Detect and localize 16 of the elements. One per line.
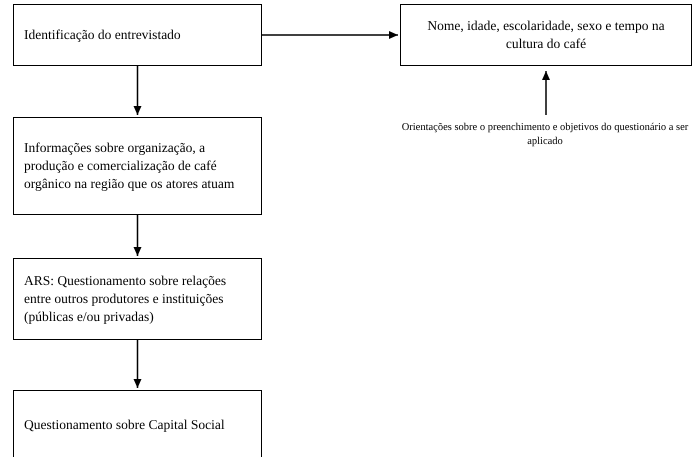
arrow [134,66,142,115]
process-box [13,4,262,66]
note-text: Orientações sobre o preenchimento e objetivos do questionário a ser aplicado [395,118,695,152]
box-text: Questionamento sobre Capital Social [24,416,226,434]
box-text: Nome, idade, escolaridade, sexo e tempo na cultura do café [426,16,666,53]
process-box [400,4,692,66]
box-text: ARS: Questionamento sobre relações entre outros produtores e instituições (públicas e/ou privadas) [24,272,228,326]
process-box [13,390,262,457]
arrow [262,31,398,39]
process-box [13,117,262,215]
arrow [134,340,142,388]
box-text: Identificação do entrevistado [24,26,182,44]
box-text: Informações sobre organização, a produção e comercialização de café orgânico na região que os atores atuam [24,138,236,194]
process-box [13,258,262,340]
arrow [542,71,550,115]
arrow [134,215,142,256]
